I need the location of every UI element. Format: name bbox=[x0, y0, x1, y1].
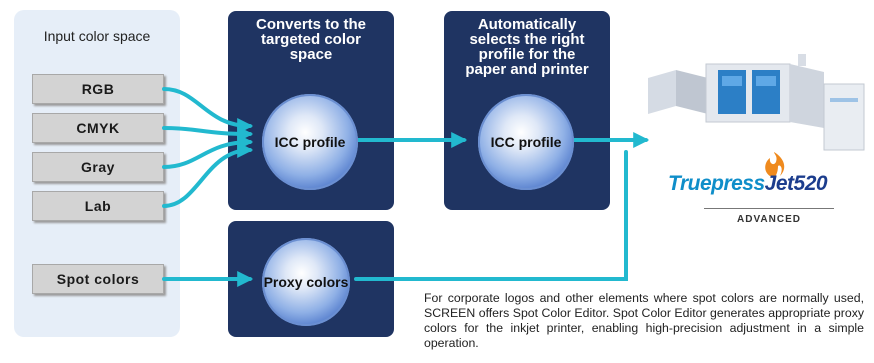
input-rgb-box: RGB bbox=[32, 74, 164, 104]
select-title-line-4: paper and printer bbox=[465, 61, 589, 78]
input-gray-box: Gray bbox=[32, 152, 164, 182]
logo-divider bbox=[704, 208, 834, 209]
flame-icon bbox=[765, 152, 785, 178]
select-title-line-2: selects the right bbox=[469, 31, 585, 48]
arrow-gray bbox=[162, 134, 254, 169]
convert-title-line-3: space bbox=[289, 46, 333, 63]
select-title-line-1: Automatically bbox=[477, 16, 577, 33]
logo-truepress: Truepress bbox=[668, 172, 765, 195]
proxy-colors-sphere: Proxy colors bbox=[262, 238, 350, 326]
arrow-cmyk bbox=[162, 125, 254, 142]
description-text: For corporate logos and other elements w… bbox=[424, 291, 864, 350]
arrow-rgb bbox=[162, 87, 254, 134]
logo-jet520: Jet520 bbox=[764, 172, 828, 195]
icc-profile-label-2: ICC profile bbox=[490, 134, 562, 150]
convert-title-line-2: targeted color bbox=[260, 31, 362, 48]
logo-wordmark: TruepressJet520 bbox=[668, 172, 828, 196]
icc-profile-sphere-2: ICC profile bbox=[478, 94, 574, 190]
convert-title-line-1: Converts to the bbox=[255, 16, 366, 33]
arrow-proxy-to-printer bbox=[354, 150, 628, 281]
input-color-space-title: Input color space bbox=[43, 28, 151, 44]
select-title-line-3: profile for the bbox=[478, 46, 576, 63]
input-lab-box: Lab bbox=[32, 191, 164, 221]
input-spot-colors-box: Spot colors bbox=[32, 264, 164, 294]
logo-advanced: ADVANCED bbox=[737, 214, 801, 225]
proxy-colors-label: Proxy colors bbox=[263, 274, 349, 290]
printer-image bbox=[648, 54, 865, 151]
input-cmyk-box: CMYK bbox=[32, 113, 164, 143]
truepress-jet520-logo: TruepressJet520 ADVANCED bbox=[668, 152, 868, 232]
arrow-lab bbox=[162, 142, 254, 208]
convert-stage-title: Converts to the targeted color space bbox=[228, 17, 394, 62]
select-profile-stage-title: Automatically selects the right profile … bbox=[444, 17, 610, 77]
icc-profile-sphere-1: ICC profile bbox=[262, 94, 358, 190]
icc-profile-label-1: ICC profile bbox=[274, 134, 346, 150]
